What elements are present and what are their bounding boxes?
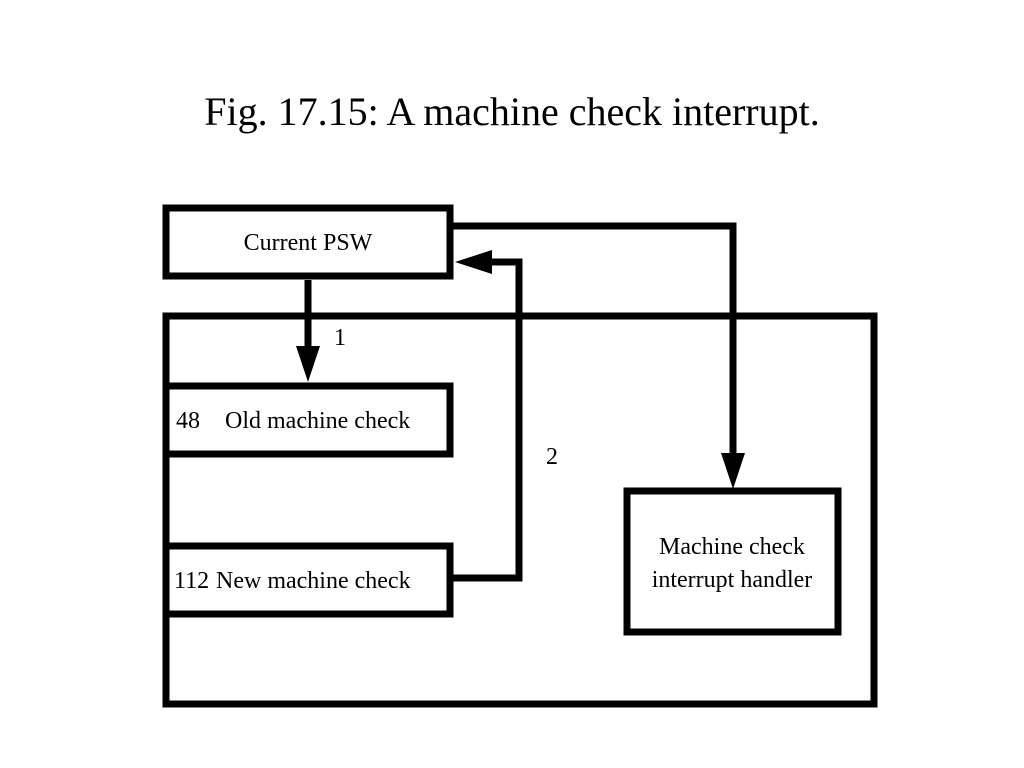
new-machine-check-box: 112 New machine check (162, 542, 454, 618)
new-machine-check-address: 112 (174, 568, 209, 594)
handler-arrow (452, 222, 745, 489)
current-psw-label: Current PSW (244, 230, 373, 256)
new-machine-check-label: New machine check (216, 568, 411, 594)
step1-label: 1 (334, 325, 346, 351)
old-machine-check-box: 48 Old machine check (162, 382, 454, 458)
handler-label-line1: Machine check (659, 534, 805, 560)
step2-arrow (452, 250, 523, 582)
handler-label-line2: interrupt handler (652, 567, 813, 593)
step2-label: 2 (546, 444, 558, 470)
step1-arrow (296, 280, 320, 382)
current-psw-box: Current PSW (162, 204, 454, 280)
figure-title: Fig. 17.15: A machine check interrupt. (204, 89, 820, 134)
old-machine-check-address: 48 (176, 408, 200, 434)
old-machine-check-label: Old machine check (225, 408, 410, 434)
interrupt-handler-box: Machine check interrupt handler (623, 487, 842, 636)
